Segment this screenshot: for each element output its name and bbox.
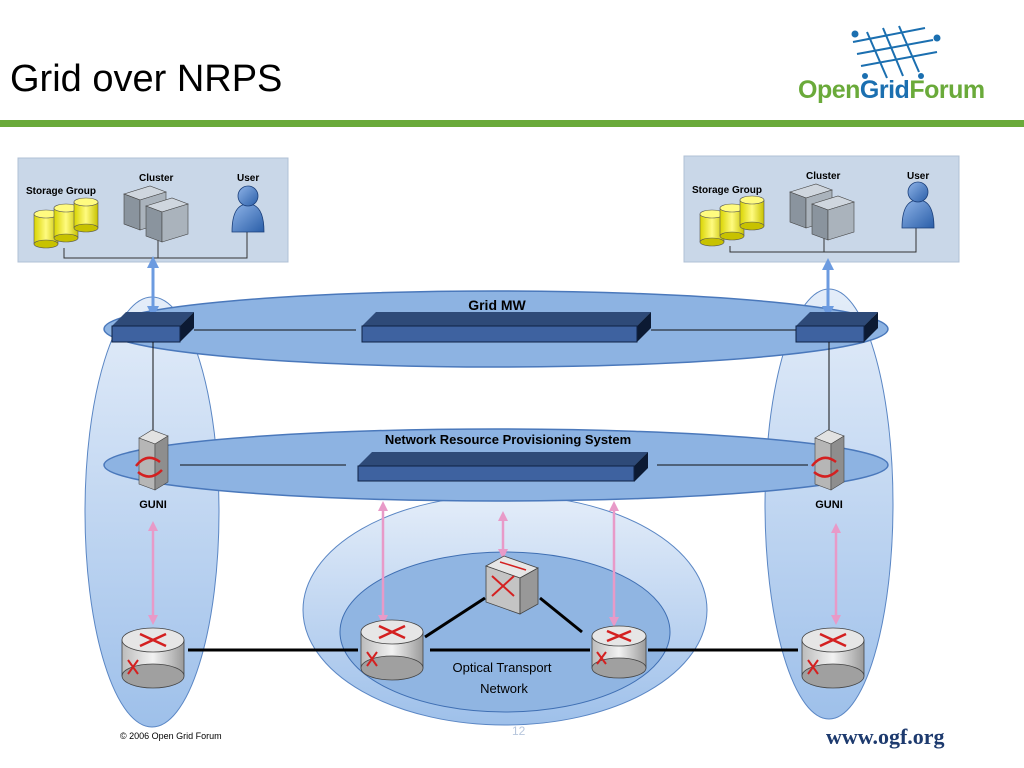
cluster-label-left: Cluster [139,173,174,184]
guni-label-left: GUNI [139,499,167,511]
link-core-left-switch [424,596,486,639]
server-rack-icon [145,197,189,243]
logo-grid: Grid [859,76,910,104]
slide-title: Grid over NRPS [10,58,283,100]
user-left [231,185,265,233]
database-cylinder-icon [73,197,99,233]
logo-forum: Forum [909,76,985,104]
copyright-text: © 2006 Open Grid Forum [120,731,222,741]
user-silhouette-icon [901,181,935,229]
user-silhouette-icon [231,185,265,233]
guni-server-left [135,429,169,491]
storage-group-left [33,197,99,249]
grid-mw-label: Grid MW [468,297,526,313]
footer-url[interactable]: www.ogf.org [826,724,945,749]
guni-label-right: GUNI [815,499,843,511]
optical-switch-icon [485,555,539,615]
storage-group-label-right: Storage Group [692,185,762,196]
router-edge-right [801,627,865,689]
grid-mw-node-left [111,312,194,343]
user-right [901,181,935,229]
nrps-label: Network Resource Provisioning System [385,432,631,447]
user-label-left: User [237,173,259,184]
database-cylinder-icon [699,209,725,247]
grid-mw-node-center [361,312,651,343]
cluster-label-right: Cluster [806,171,841,182]
grid-mw-node-right [795,312,878,343]
grid-mesh-icon [852,25,938,79]
page-number: 12 [512,724,526,738]
guni-server-icon [135,429,169,491]
link-core-switch-right [539,596,583,634]
storage-group-right [699,195,765,247]
guni-server-right [811,429,845,491]
storage-group-label-left: Storage Group [26,186,96,197]
router-core-right [591,625,647,679]
router-icon [121,627,185,689]
otn-label-line2: Network [480,681,528,696]
user-label-right: User [907,171,929,182]
guni-server-icon [811,429,845,491]
router-core-left [360,619,424,681]
router-edge-left [121,627,185,689]
router-icon [801,627,865,689]
cluster-right [789,183,855,241]
cluster-left [123,185,189,243]
server-rack-icon [811,195,855,241]
ogf-logo [851,25,941,79]
router-icon [360,619,424,681]
otn-label-line1: Optical Transport [453,660,552,675]
header-divider [0,120,1024,127]
ogf-logo-text: OpenGridForum [798,76,985,105]
nrps-node-center [357,452,648,482]
optical-switch [485,555,539,615]
logo-open: Open [798,76,860,104]
router-icon [591,625,647,679]
database-cylinder-icon [739,195,765,231]
